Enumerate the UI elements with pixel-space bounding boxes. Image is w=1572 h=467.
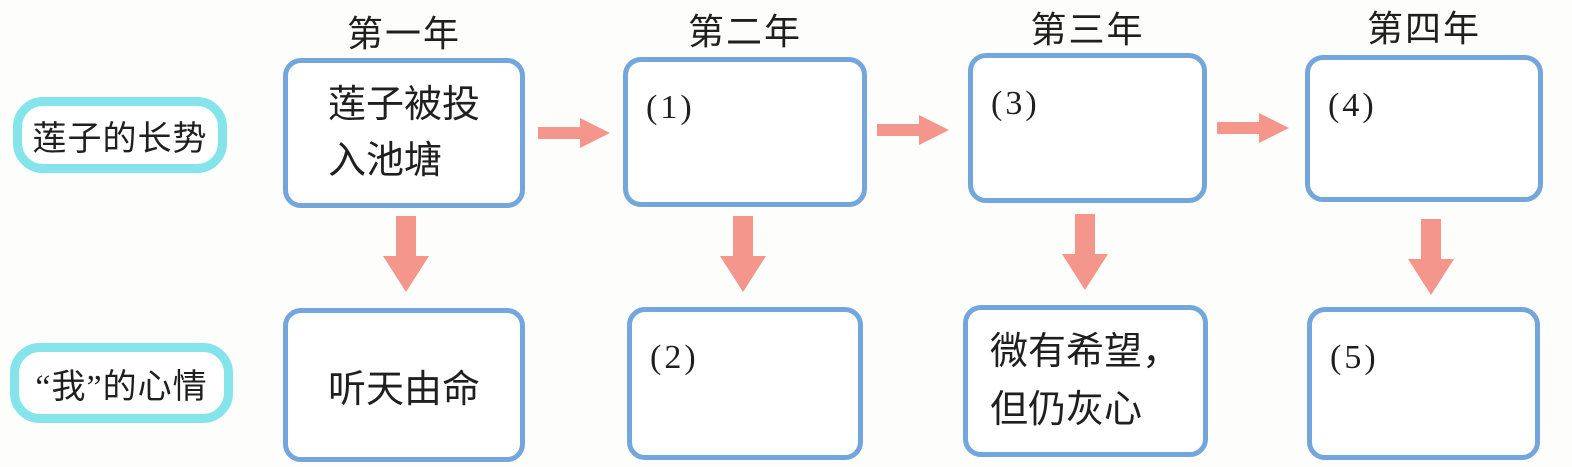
box-text: 听天由命 <box>327 368 480 411</box>
column-header-year2: 第二年 <box>687 12 802 52</box>
arrow-down-icon <box>720 216 766 292</box>
box-text: 莲子被投 入池塘 <box>327 84 480 182</box>
box-text: 微有希望， 但仍灰心 <box>990 331 1181 431</box>
box-year1-mood: 听天由命 <box>283 308 525 462</box>
blank-number-label: (4) <box>1328 87 1377 124</box>
arrow-right-icon <box>1217 111 1289 145</box>
blank-number-label: (2) <box>650 339 699 376</box>
row-label-my-mood: “我”的心情 <box>10 343 233 423</box>
blank-number-label: (1) <box>646 89 695 126</box>
box-year3-growth-blank-3: (3) <box>968 53 1207 203</box>
arrow-right-icon <box>538 116 610 150</box>
row-label-lotus-growth: 莲子的长势 <box>13 97 227 173</box>
blank-number-label: (5) <box>1330 339 1379 376</box>
box-year4-growth-blank-4: (4) <box>1305 55 1543 202</box>
box-year2-growth-blank-1: (1) <box>623 57 867 207</box>
column-header-year1: 第一年 <box>346 14 461 54</box>
row-label-text: “我”的心情 <box>35 368 208 406</box>
column-header-year4: 第四年 <box>1366 9 1481 49</box>
box-year3-mood: 微有希望， 但仍灰心 <box>963 305 1208 457</box>
arrow-right-icon <box>877 113 949 147</box>
box-year4-mood-blank-5: (5) <box>1307 307 1540 460</box>
blank-number-label: (3) <box>991 85 1040 122</box>
row-label-text: 莲子的长势 <box>32 120 208 158</box>
column-header-year3: 第三年 <box>1030 10 1145 50</box>
box-year1-growth: 莲子被投 入池塘 <box>283 58 525 208</box>
arrow-down-icon <box>1408 219 1454 295</box>
arrow-down-icon <box>383 216 429 292</box>
box-year2-mood-blank-2: (2) <box>627 307 863 460</box>
arrow-down-icon <box>1062 214 1108 290</box>
